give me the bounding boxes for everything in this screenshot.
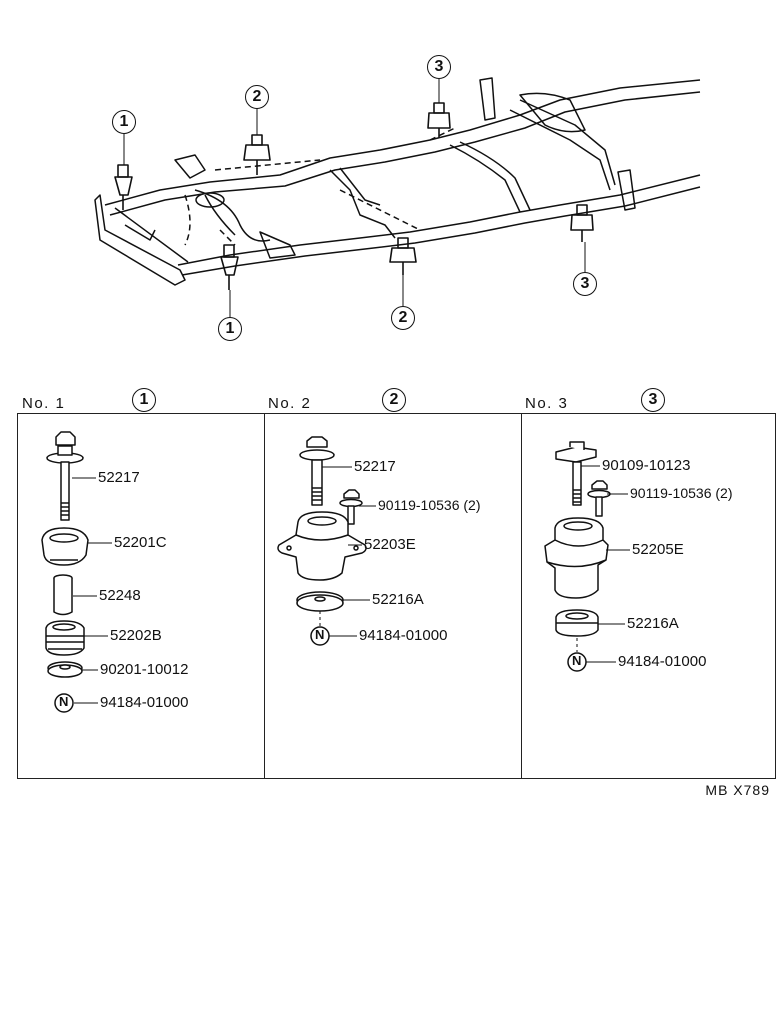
part-mount-52203E — [277, 511, 367, 581]
part-label-p3-nut: 94184-01000 — [618, 653, 707, 670]
panel-2-callout: 2 — [382, 388, 406, 412]
part-label-p2-small-bolt: 90119-10536 (2) — [378, 497, 481, 513]
frame-right-rail — [177, 174, 701, 266]
frame-mount-3-right — [570, 204, 594, 242]
part-cushion-52216A-p3 — [555, 609, 599, 637]
panel-1-callout: 1 — [132, 388, 156, 412]
part-cushion-52201C — [41, 527, 89, 566]
part-cushion-52202B — [45, 620, 85, 656]
frame-callout-1-top: 1 — [112, 110, 136, 134]
frame-callout-2-top: 2 — [245, 85, 269, 109]
part-label-p2-nut: 94184-01000 — [359, 627, 448, 644]
front-crossmember — [94, 194, 186, 286]
part-label-p3-cushion: 52216A — [627, 615, 679, 632]
part-washer-52216A-p2 — [296, 591, 344, 612]
part-label-p2-mount: 52203E — [364, 536, 416, 553]
nut-symbol-p1: N — [59, 694, 69, 709]
frame-callout-3-top: 3 — [427, 55, 451, 79]
part-bolt-90119-10536-p3 — [587, 480, 611, 517]
vehicle-frame-illustration — [94, 77, 701, 318]
frame-mount-1-left — [114, 164, 133, 210]
nut-symbol-p3: N — [572, 653, 582, 668]
figure-code: MB X789 — [705, 782, 770, 798]
part-label-p2-washer: 52216A — [372, 591, 424, 608]
frame-callout-3-bottom: 3 — [573, 272, 597, 296]
nut-symbol-p2: N — [315, 627, 325, 642]
part-bolt-52217-p2 — [299, 436, 335, 506]
part-bolt-52217-p1 — [46, 431, 84, 521]
part-label-p1-cushion: 52201C — [114, 534, 167, 551]
panel-3-callout: 3 — [641, 388, 665, 412]
part-label-p1-bolt: 52217 — [98, 469, 140, 486]
frame-left-rail — [104, 79, 701, 206]
part-bolt-90109-10123 — [555, 441, 597, 506]
panel-2-title: No. 2 — [268, 395, 312, 412]
panel-3-box — [521, 413, 776, 779]
part-label-p1-nut: 94184-01000 — [100, 694, 189, 711]
engine-crossmember — [194, 189, 271, 242]
part-collar-52248 — [53, 574, 73, 616]
part-label-p2-bolt: 52217 — [354, 458, 396, 475]
middle-crossmember — [329, 169, 396, 239]
part-washer-90201-10012 — [47, 661, 83, 678]
part-bolt-90119-10536-p2 — [339, 489, 363, 525]
part-label-p1-cushion-lower: 52202B — [110, 627, 162, 644]
rear-crossmember — [509, 109, 611, 191]
frame-callout-1-bottom: 1 — [218, 317, 242, 341]
part-label-p3-bolt: 90109-10123 — [602, 457, 691, 474]
part-label-p3-mount: 52205E — [632, 541, 684, 558]
panel-1-title: No. 1 — [22, 395, 66, 412]
panel-3-title: No. 3 — [525, 395, 569, 412]
part-label-p1-washer: 90201-10012 — [100, 661, 189, 678]
frame-callout-2-bottom: 2 — [391, 306, 415, 330]
frame-mount-1-right — [220, 244, 239, 290]
part-label-p1-collar: 52248 — [99, 587, 141, 604]
nut-symbol-shapes — [54, 626, 587, 713]
part-label-p3-small-bolt: 90119-10536 (2) — [630, 485, 733, 501]
frame-mount-2-right — [389, 237, 417, 275]
part-mount-52205E — [544, 517, 609, 599]
